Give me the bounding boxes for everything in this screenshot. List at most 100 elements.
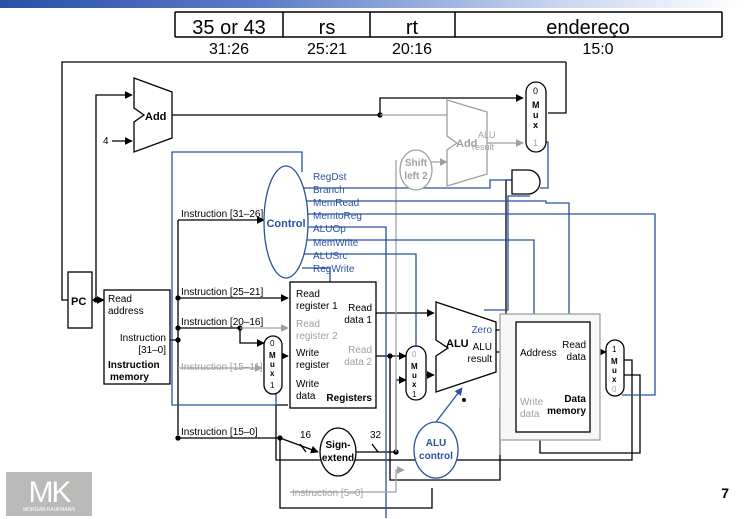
bits-rs: 25:21 — [307, 41, 347, 58]
svg-text:Read: Read — [108, 294, 132, 305]
bits-rt: 20:16 — [392, 41, 432, 58]
signal-alusrc: ALUSrc — [313, 251, 347, 262]
pc-adder: Add — [133, 77, 173, 153]
bits-opcode: 31:26 — [209, 41, 249, 58]
svg-text:ALU: ALU — [446, 338, 469, 350]
svg-text:Data: Data — [564, 394, 586, 405]
control-signals: RegDst Branch MemRead MemtoReg ALUOp Mem… — [313, 172, 362, 275]
field-rs: rs — [319, 17, 336, 39]
svg-text:memory: memory — [547, 406, 586, 417]
memtoreg-mux: 1 M u x 0 — [605, 339, 625, 397]
branch-adder: Add ALU result — [456, 130, 496, 152]
svg-text:x: x — [270, 369, 275, 378]
signal-aluop: ALUOp — [313, 224, 346, 235]
svg-text:register 1: register 1 — [296, 301, 338, 312]
svg-text:u: u — [533, 110, 539, 120]
svg-text:1: 1 — [412, 390, 417, 399]
svg-text:u: u — [612, 366, 617, 375]
shift-left-2: Shift left 2 — [399, 149, 433, 191]
svg-text:0: 0 — [533, 86, 538, 96]
bus-width-out: 32 — [370, 430, 382, 441]
svg-text:Read: Read — [296, 289, 320, 300]
svg-text:1: 1 — [612, 345, 617, 354]
alusrc-mux: 0 M u x 1 — [405, 345, 427, 401]
svg-text:Read: Read — [348, 303, 372, 314]
svg-text:Sign-: Sign- — [326, 440, 351, 451]
svg-text:ALU: ALU — [473, 342, 492, 353]
svg-text:Address: Address — [520, 348, 557, 359]
svg-text:Read: Read — [562, 340, 586, 351]
svg-text:PC: PC — [71, 296, 86, 308]
label-instr-5-0: Instruction [5–0] — [292, 488, 363, 499]
svg-text:data 1: data 1 — [344, 315, 372, 326]
field-rt: rt — [406, 17, 419, 39]
svg-text:x: x — [612, 375, 617, 384]
signal-regwrite: RegWrite — [313, 264, 355, 275]
svg-text:M: M — [611, 357, 618, 366]
svg-text:1: 1 — [270, 381, 275, 390]
label-instr-20-16: Instruction [20–16] — [181, 317, 263, 328]
svg-text:Shift: Shift — [405, 158, 428, 169]
svg-text:control: control — [419, 451, 453, 462]
svg-text:data 2: data 2 — [344, 357, 372, 368]
data-memory: Address Read data Write data Data memory — [499, 313, 601, 441]
signal-memtoreg: MemtoReg — [313, 211, 362, 222]
field-opcode: 35 or 43 — [192, 17, 265, 39]
sign-extend: Sign- extend — [319, 427, 357, 477]
svg-text:Write: Write — [520, 397, 544, 408]
label-instr-25-21: Instruction [25–21] — [181, 287, 263, 298]
svg-text:x: x — [412, 380, 417, 389]
constant-four: 4 — [103, 136, 109, 147]
bits-address: 15:0 — [582, 41, 613, 58]
register-file: Read register 1 Read register 2 Write re… — [289, 281, 377, 409]
bus-width-in: 16 — [300, 430, 312, 441]
publisher-logo: MK MORGAN KAUFMANN — [6, 472, 92, 516]
svg-text:u: u — [412, 371, 417, 380]
svg-text:extend: extend — [322, 453, 354, 464]
svg-text:M: M — [411, 362, 418, 371]
instruction-memory: Read address Instruction [31–0] Instruct… — [103, 289, 171, 385]
svg-text:data: data — [567, 352, 587, 363]
svg-text:1: 1 — [533, 138, 538, 148]
svg-text:register: register — [296, 360, 330, 371]
signal-regdst: RegDst — [313, 172, 347, 183]
svg-text:left 2: left 2 — [404, 171, 428, 182]
svg-text:x: x — [533, 120, 538, 130]
svg-text:0: 0 — [270, 339, 275, 348]
svg-text:Control: Control — [266, 218, 305, 230]
svg-text:data: data — [296, 391, 316, 402]
main-alu: ALU Zero ALU result — [435, 301, 497, 393]
page-number: 7 — [721, 485, 729, 501]
svg-text:Add: Add — [456, 138, 477, 150]
label-instr-31-26: Instruction [31–26] — [181, 209, 263, 220]
alu-control-wire — [435, 387, 463, 423]
signal-branch: Branch — [313, 185, 345, 196]
svg-text:Read: Read — [296, 319, 320, 330]
svg-text:Add: Add — [145, 111, 166, 123]
regdst-mux: 0 M u x 1 — [263, 335, 283, 395]
svg-text:M: M — [532, 100, 540, 110]
svg-text:memory: memory — [110, 372, 149, 383]
svg-text:[31–0]: [31–0] — [138, 345, 166, 356]
svg-text:u: u — [270, 360, 275, 369]
svg-text:ALU: ALU — [478, 130, 496, 140]
branch-and-gate — [511, 169, 541, 195]
signal-memwrite: MemWrite — [313, 238, 359, 249]
control-unit: Control — [263, 165, 309, 279]
label-instr-15-0: Instruction [15–0] — [181, 427, 258, 438]
svg-text:0: 0 — [412, 350, 417, 359]
svg-text:address: address — [108, 306, 144, 317]
svg-text:Instruction: Instruction — [108, 360, 160, 371]
pc-source-mux: 0 M u x 1 — [525, 81, 547, 153]
accent-bar — [0, 0, 747, 8]
svg-text:Instruction: Instruction — [120, 333, 166, 344]
svg-text:result: result — [468, 354, 493, 365]
svg-text:0: 0 — [612, 385, 617, 394]
svg-text:Write: Write — [296, 379, 320, 390]
svg-text:Registers: Registers — [326, 393, 372, 404]
signal-memread: MemRead — [313, 198, 359, 209]
svg-text:ALU: ALU — [426, 438, 447, 449]
svg-text:Read: Read — [348, 345, 372, 356]
instruction-format: 35 or 43 rs rt endereço 31:26 25:21 20:1… — [174, 11, 723, 58]
